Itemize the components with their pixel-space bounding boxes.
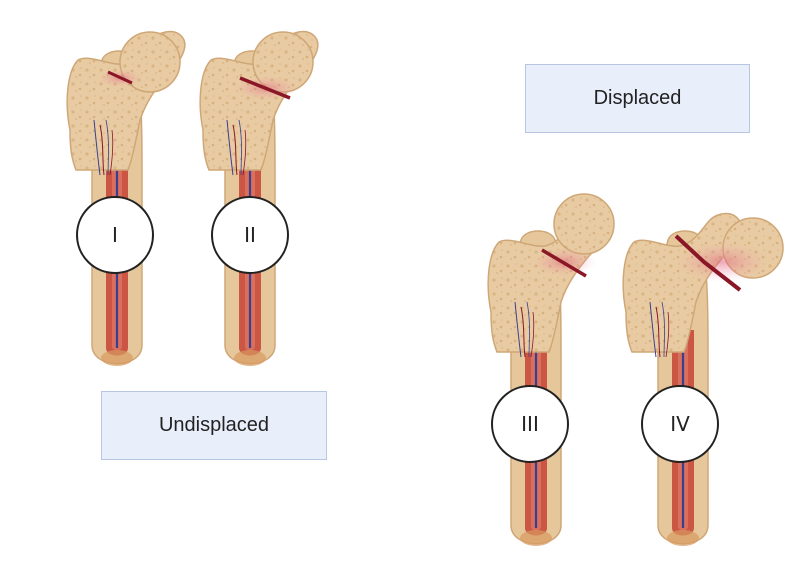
type-1-numeral: I (76, 196, 154, 274)
femur-type-2 (199, 30, 319, 368)
undisplaced-label: Undisplaced (101, 391, 327, 460)
femur-type-4 (622, 212, 784, 548)
type-3-numeral: III (491, 385, 569, 463)
displaced-label: Displaced (525, 64, 750, 133)
type-2-numeral: II (211, 196, 289, 274)
type-4-numeral: IV (641, 385, 719, 463)
femur-type-1 (66, 30, 186, 368)
femur-type-3 (487, 193, 615, 548)
